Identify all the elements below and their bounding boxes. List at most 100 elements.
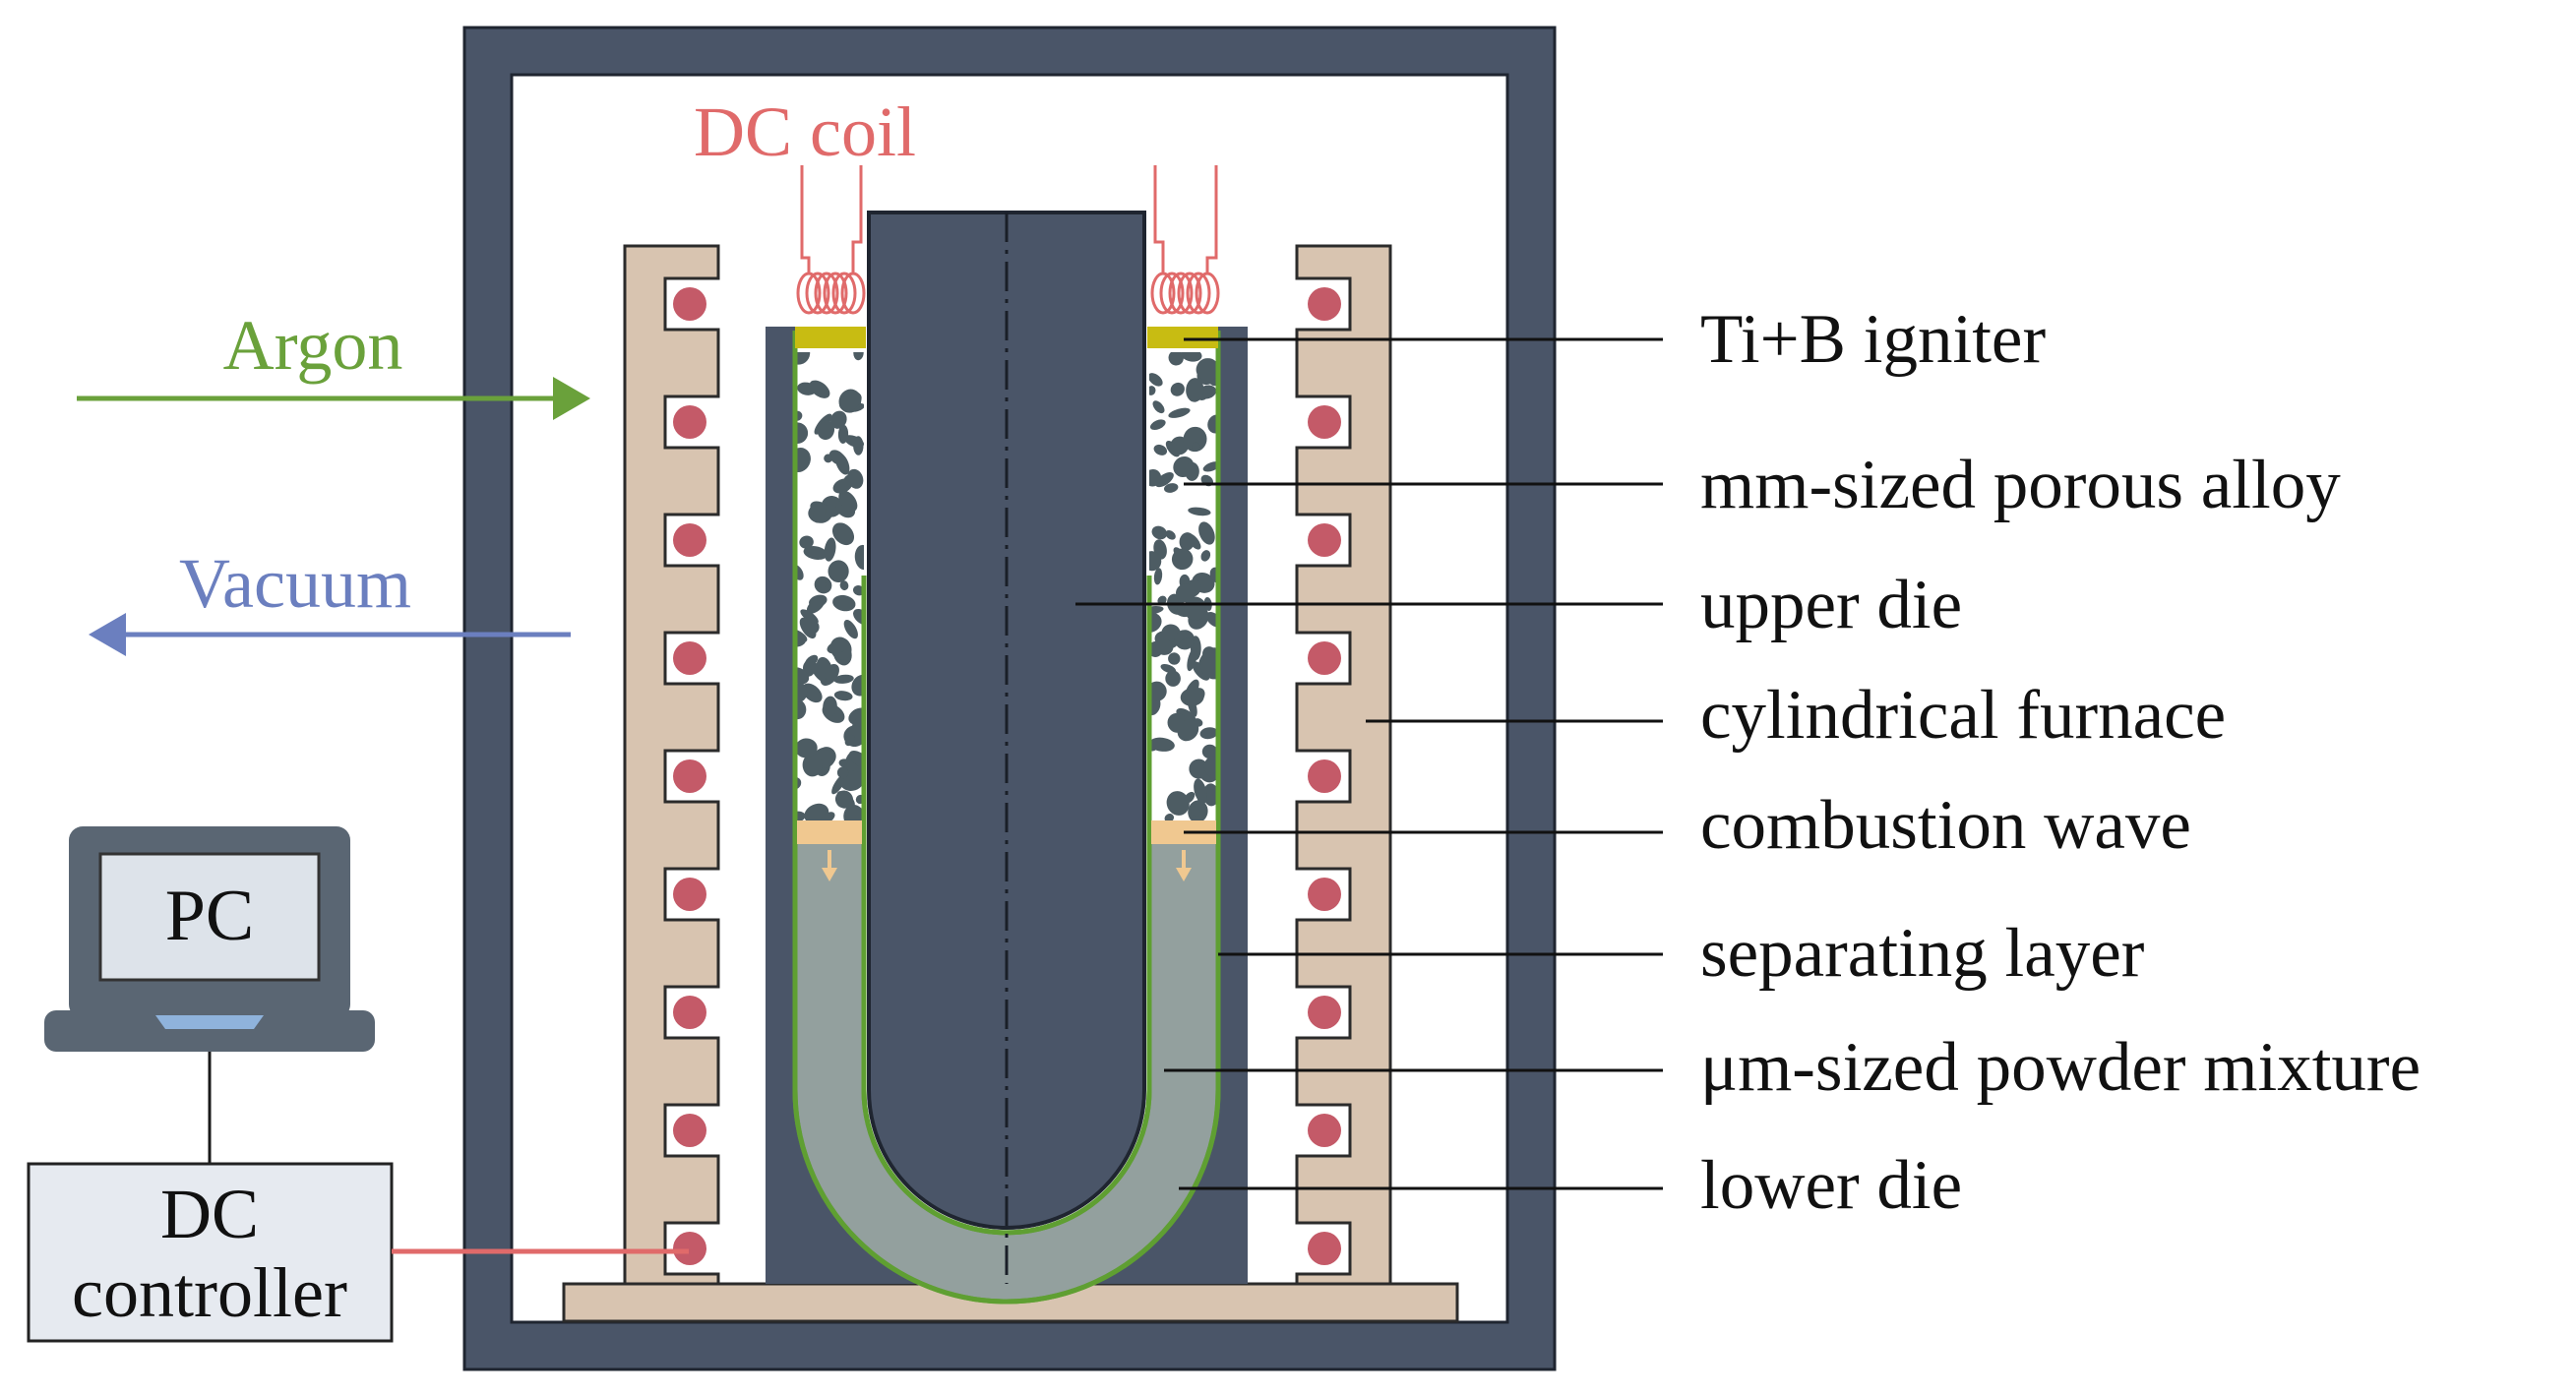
heater-element [1308,1114,1341,1147]
porous-spot [1185,688,1205,707]
porous-spot [1202,783,1218,807]
coil-loop [814,272,839,315]
upper-die-label: upper die [1700,567,1962,643]
controller-label-line1: DC [160,1175,259,1253]
furnace-wall-left [623,244,720,1286]
porous-spot [1168,407,1191,418]
porous-spot [1171,548,1194,571]
porous-spot [795,447,811,473]
porous-spot [1151,525,1168,540]
porous-spot [839,580,849,591]
porous-spot [1149,373,1163,387]
porous-spot [1199,727,1218,740]
porous-spot [1200,550,1211,562]
heater-element [1308,1232,1341,1265]
porous-spot [1190,806,1201,817]
porous-spot [817,420,835,441]
porous-spot [1149,419,1166,430]
porous-spot [1164,483,1179,493]
lower-die [766,327,1248,1302]
porous-spot [1187,646,1197,672]
porous-spot [799,617,817,639]
porous-spot [1149,386,1156,395]
heater-elements [673,287,1341,1265]
porous-spot [806,597,825,614]
porous-spot [823,696,837,718]
coil-loop [823,272,848,315]
heater-element [1308,405,1341,439]
powder-mixture-label: μm-sized powder mixture [1700,1029,2421,1106]
porous-spot [1196,358,1218,382]
combustion-wave-label: combustion wave [1700,787,2191,864]
furnace-label: cylindrical furnace [1700,677,2226,754]
porous-spot [1155,472,1174,488]
porous-spot [834,790,854,809]
porous-spot [827,639,849,654]
porous-spot [1177,719,1199,742]
porous-spot [1180,637,1195,647]
heater-element [1308,523,1341,557]
porous-spot [1149,681,1167,701]
argon-arrow [77,377,590,420]
porous-spot [1157,595,1167,605]
heater-element [673,1232,706,1265]
separating-layer [792,331,1221,1305]
porous-spot [844,734,855,747]
porous-spot [828,560,849,582]
pc-label: PC [165,876,255,956]
porous-spot [802,753,823,777]
heater-element [1308,287,1341,321]
porous-spot [800,609,819,625]
porous-spot [1181,352,1202,362]
porous-spot [831,522,855,546]
controller-label-line2: controller [72,1253,347,1332]
porous-spot [1176,583,1196,603]
porous-spot [833,674,854,684]
porous-spot [1201,744,1218,759]
coil-loop [1168,272,1194,315]
porous-spot [848,751,864,768]
porous-spot [838,392,862,411]
vacuum-label: Vacuum [179,544,411,623]
porous-spot [1164,813,1175,822]
porous-spot [1153,568,1163,585]
coil-loop [1177,272,1202,315]
porous-spot [1191,442,1200,451]
dc-controller-box [27,1162,394,1343]
porous-spot [1165,529,1176,540]
heater-element [1308,759,1341,793]
pc-laptop [44,826,375,1052]
porous-spot [829,410,847,429]
porous-spot [824,537,836,562]
dc-coil-label: DC coil [694,92,916,171]
heater-element [1308,996,1341,1029]
porous-spot [810,661,827,683]
dc-coil [796,165,1220,315]
porous-spot [1149,468,1162,487]
vacuum-arrow [89,613,571,656]
porous-spot [1153,444,1168,455]
coil-loop [805,272,830,315]
heater-element [673,1114,706,1147]
combustion-wave-arrows [822,850,1192,881]
porous-spot [1198,521,1215,545]
cylindrical-furnace [623,244,1392,1286]
porous-spot [1168,352,1184,366]
heater-element [1308,878,1341,911]
separating-layer-label: separating layer [1700,915,2145,992]
porous-spot [1189,759,1209,779]
heater-element [673,878,706,911]
porous-spot [795,738,818,759]
heater-element [673,996,706,1029]
porous-spot [1155,638,1174,655]
porous-spot [1183,426,1207,453]
porous-spot [832,478,853,494]
porous-spot [1185,461,1199,481]
coil-loop [1159,272,1185,315]
porous-spot [1165,441,1180,457]
porous-spot [1166,791,1190,816]
porous-spot [813,504,827,523]
porous-spot [836,766,849,779]
porous-spot [1200,657,1218,680]
